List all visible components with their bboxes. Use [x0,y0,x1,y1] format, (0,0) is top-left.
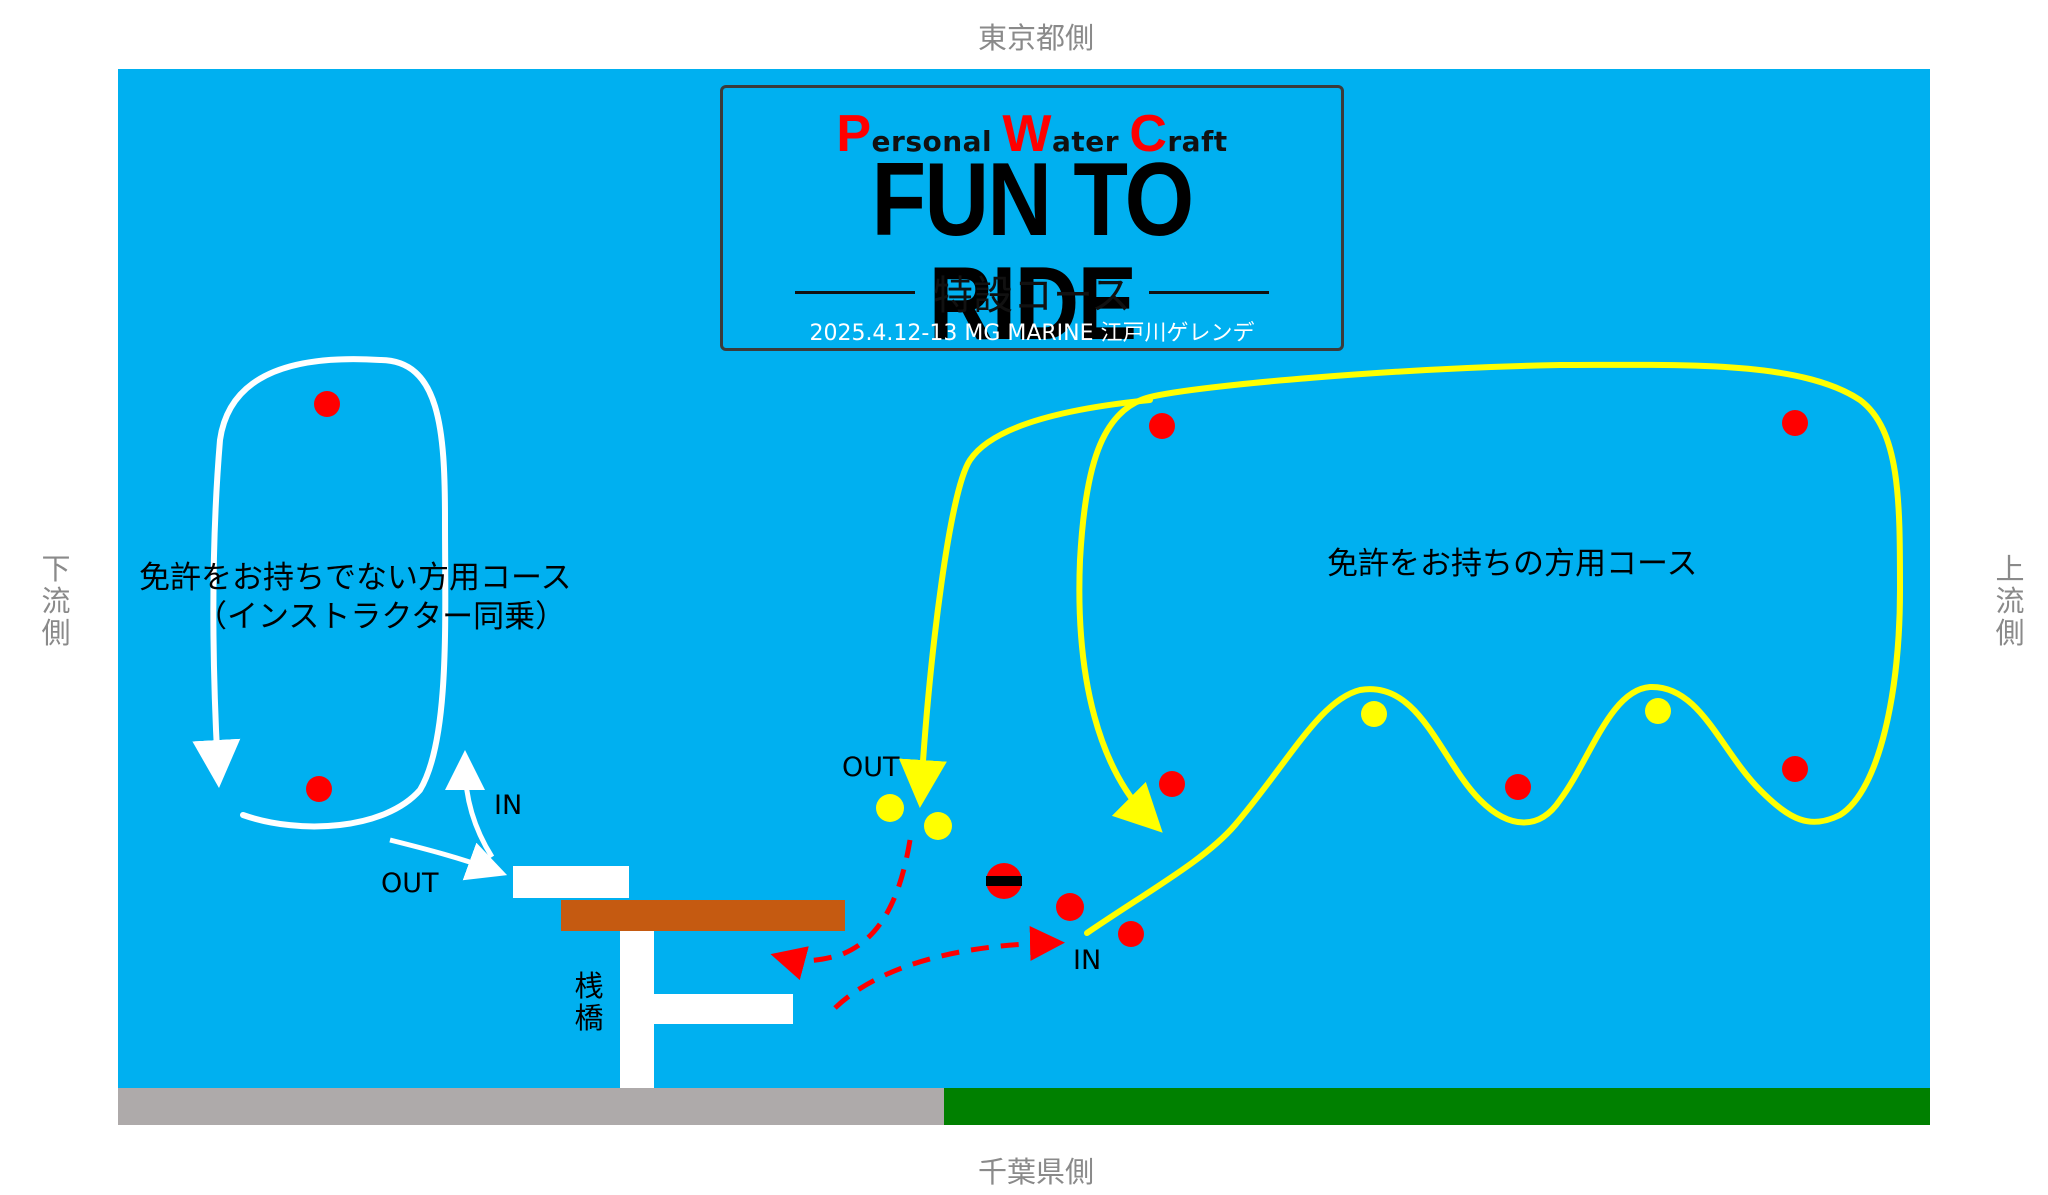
subtitle-row: 特設コース [723,263,1341,319]
buoy-red [1056,893,1084,921]
personal-water-craft-line: Personal Water Craft [723,104,1341,164]
transfer-route-return [770,839,913,981]
unlicensed-in-label: IN [494,790,523,821]
buoy-red [1159,771,1185,797]
main-title: FUN TO RIDE [871,142,1195,362]
unlicensed-in-arrow [445,750,495,859]
pier-label: 桟橋 [574,969,604,1035]
unlicensed-course-loop [192,356,449,830]
buoy-yellow [876,794,904,822]
direction-top-label: 東京都側 [978,21,1095,55]
buoy-yellow [1361,701,1387,727]
w-initial: W [1002,105,1052,163]
licensed-out-label: OUT [842,752,900,783]
c-rest: raft [1167,125,1228,158]
direction-left-label: 下流側 [41,552,71,650]
subtitle: 特設コース [933,273,1131,319]
direction-bottom-label: 千葉県側 [978,1155,1095,1189]
shore-grass [944,1088,1930,1125]
event-info: 2025.4.12-13 MG MARINE 江戸川ゲレンデ [809,321,1255,346]
licensed-in-label: IN [1073,945,1102,976]
buoy-red [1782,410,1808,436]
subtitle-rule-right [1149,291,1269,294]
subtitle-rule-left [795,291,915,294]
no-entry-buoy [986,863,1022,899]
buoy-red [314,391,340,417]
buoy-red [1118,921,1144,947]
p-initial: P [836,105,872,163]
pier-deck [561,900,845,931]
buoy-red [1505,774,1531,800]
licensed-course-loop [1076,361,1904,936]
pier-walkway [620,931,654,1088]
licensed-course-label: 免許をお持ちの方用コース [1327,546,1698,582]
unlicensed-course-note: （インストラクター同乗） [196,599,567,635]
unlicensed-out-arrow [389,837,508,881]
title-panel: Personal Water Craft FUN TO RIDE 特設コース 2… [720,85,1344,356]
transfer-route-outbound [833,925,1065,1010]
buoy-red [1149,413,1175,439]
unlicensed-out-label: OUT [381,868,439,899]
pier-float-lower [654,994,793,1024]
p-rest: ersonal [871,125,1003,158]
buoy-red [1782,756,1808,782]
buoy-yellow [1645,698,1671,724]
c-initial: C [1129,105,1168,163]
buoy-red [306,776,332,802]
buoy-yellow [924,812,952,840]
shore-concrete [118,1088,944,1125]
unlicensed-course-label: 免許をお持ちでない方用コース [139,560,572,596]
licensed-out-arrow [898,397,1153,808]
pier-float-upper [513,866,629,898]
direction-right-label: 上流側 [1995,552,2025,650]
w-rest: ater [1051,125,1130,158]
